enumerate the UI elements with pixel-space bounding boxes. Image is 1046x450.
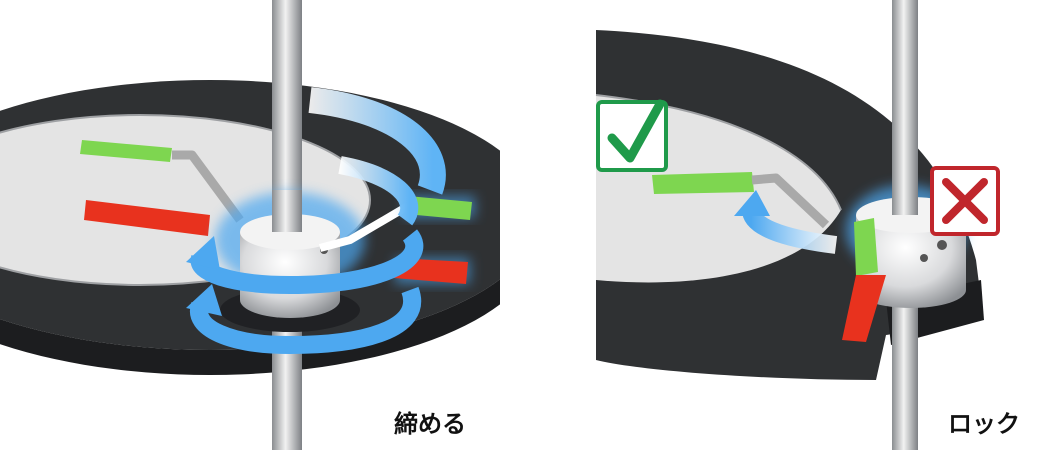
red-lever bbox=[842, 275, 886, 342]
caption-lock: ロック bbox=[948, 410, 1020, 438]
green-lever-back bbox=[80, 140, 244, 223]
lock-illustration bbox=[595, 0, 1000, 450]
red-lever-back bbox=[84, 200, 210, 236]
caption-tighten: 締める bbox=[394, 410, 466, 438]
clamp-hub bbox=[215, 190, 365, 332]
check-mark-icon bbox=[596, 99, 668, 172]
panel-lock: ロック bbox=[556, 0, 1046, 450]
green-lever-front bbox=[318, 196, 475, 252]
rotate-arrow-icon bbox=[186, 87, 446, 355]
rotate-arrow-icon bbox=[734, 190, 838, 254]
green-lever bbox=[652, 172, 878, 276]
cross-mark-icon bbox=[930, 166, 1000, 236]
panel-tighten: 締める bbox=[0, 0, 500, 450]
tighten-illustration bbox=[0, 0, 500, 450]
